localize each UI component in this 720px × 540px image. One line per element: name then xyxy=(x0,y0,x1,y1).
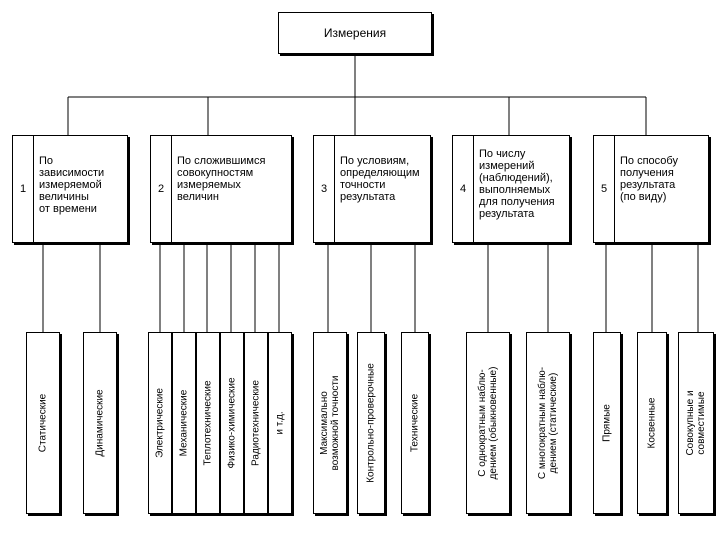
leaf-max-accuracy: Максимально возможной точности xyxy=(313,332,347,514)
category-number: 3 xyxy=(314,136,335,242)
leaf-label: Теплотехнические xyxy=(202,380,214,466)
category-number: 1 xyxy=(13,136,34,242)
leaf-label: С однократным наблю- дением (обыкновенны… xyxy=(477,366,499,480)
leaf-etc: и т.д. xyxy=(268,332,292,514)
category-number: 2 xyxy=(151,136,172,242)
leaf-technical: Технические xyxy=(401,332,429,514)
category-label: По способу получения результата (по виду… xyxy=(620,155,678,203)
category-accuracy-conditions: 3 По условиям, определяющим точности рез… xyxy=(313,135,431,243)
leaf-label: Динамические xyxy=(94,389,106,457)
leaf-label: Совокупные и совместимые xyxy=(685,390,707,456)
leaf-electrical: Электрические xyxy=(148,332,172,514)
leaf-label: Электрические xyxy=(154,388,166,458)
leaf-radio: Радиотехнические xyxy=(244,332,268,514)
leaf-thermal: Теплотехнические xyxy=(196,332,220,514)
leaf-static: Статические xyxy=(26,332,60,514)
leaf-label: Радиотехнические xyxy=(250,380,262,466)
leaf-label: Физико-химические xyxy=(226,377,238,469)
category-quantity-sets: 2 По сложившимся совокупностям измеряемы… xyxy=(150,135,292,243)
leaf-label: Контрольно-проверочные xyxy=(365,363,377,483)
category-number: 4 xyxy=(453,136,474,242)
leaf-label: Косвенные xyxy=(646,397,658,449)
leaf-label: С многократным наблю- дением (статически… xyxy=(537,366,559,480)
root-label: Измерения xyxy=(323,26,387,40)
category-time-dependence: 1 По зависимости измеряемой величины от … xyxy=(12,135,128,243)
leaf-label: Прямые xyxy=(601,404,613,442)
leaf-direct: Прямые xyxy=(593,332,621,514)
category-label: По числу измерений (наблюдений), выполня… xyxy=(479,148,555,220)
leaf-cumulative-joint: Совокупные и совместимые xyxy=(678,332,714,514)
leaf-physchem: Физико-химические xyxy=(220,332,244,514)
leaf-dynamic: Динамические xyxy=(83,332,117,514)
leaf-mechanical: Механические xyxy=(172,332,196,514)
category-label: По условиям, определяющим точности резул… xyxy=(340,155,420,203)
category-result-method: 5 По способу получения результата (по ви… xyxy=(593,135,709,243)
leaf-label: и т.д. xyxy=(274,411,286,435)
leaf-single-observation: С однократным наблю- дением (обыкновенны… xyxy=(466,332,510,514)
leaf-control-verification: Контрольно-проверочные xyxy=(357,332,385,514)
category-number-of-measurements: 4 По числу измерений (наблюдений), выпол… xyxy=(452,135,570,243)
category-number: 5 xyxy=(594,136,615,242)
category-label: По зависимости измеряемой величины от вр… xyxy=(39,155,105,215)
category-label: По сложившимся совокупностям измеряемых … xyxy=(177,155,266,203)
leaf-indirect: Косвенные xyxy=(637,332,667,514)
root-node: Измерения xyxy=(278,12,432,54)
leaf-label: Технические xyxy=(409,393,421,453)
leaf-label: Статические xyxy=(37,393,49,453)
leaf-multiple-observation: С многократным наблю- дением (статически… xyxy=(526,332,570,514)
leaf-label: Максимально возможной точности xyxy=(319,375,341,471)
leaf-label: Механические xyxy=(178,389,190,457)
